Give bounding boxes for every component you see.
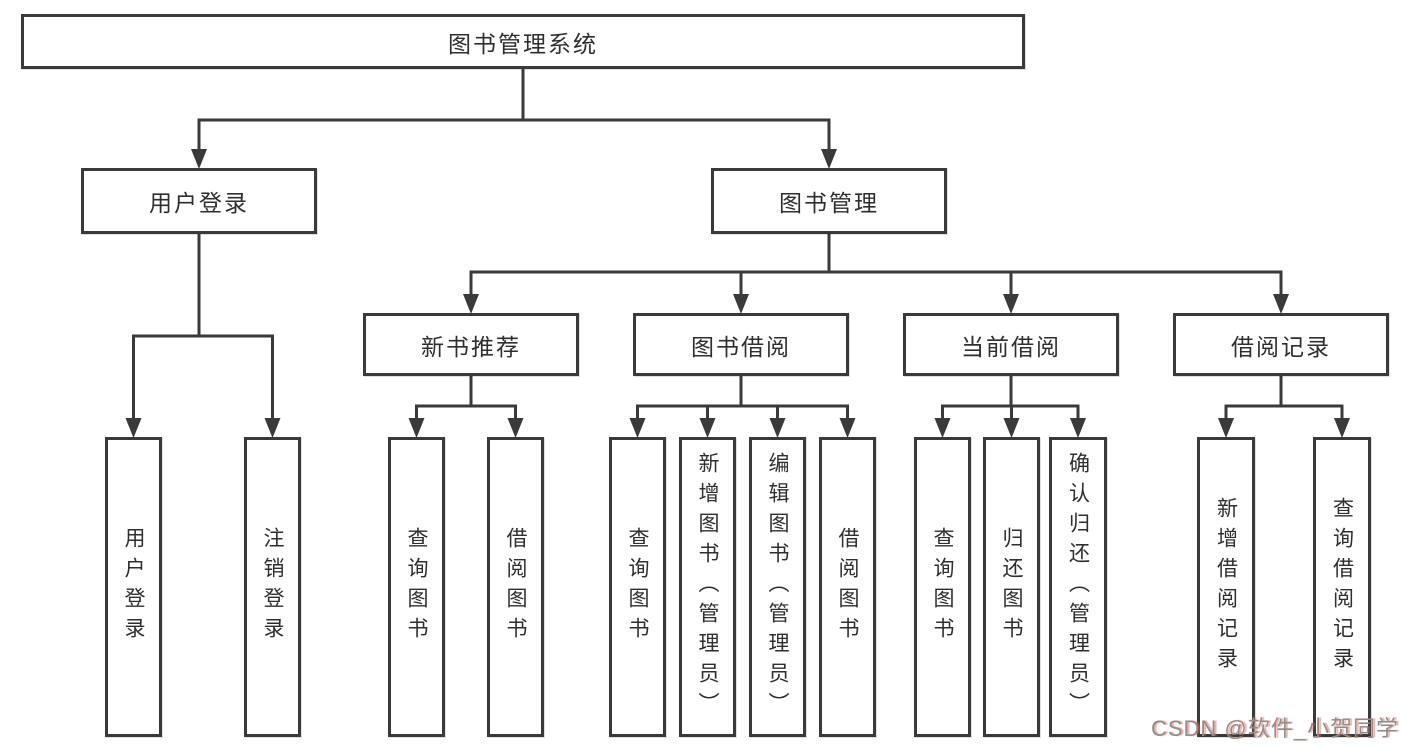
arrowhead-icon-leaf-nb-query-books [408, 418, 425, 438]
node-leaf-br-add-record: 新增借阅记录 [1197, 437, 1255, 737]
arrowhead-icon-leaf-br-add-record [1218, 418, 1234, 438]
node-leaf-bb-borrow-books: 借阅图书 [819, 437, 876, 737]
arrowhead-icon-leaf-bb-add-books-admin [699, 418, 716, 438]
node-label-new-book-recommend: 新书推荐 [421, 333, 521, 360]
node-leaf-logout: 注销登录 [244, 437, 301, 737]
node-leaf-cb-query-books: 查询图书 [914, 437, 971, 737]
node-label-book-borrowing: 图书借阅 [691, 333, 791, 360]
node-borrowing-records: 借阅记录 [1173, 313, 1389, 376]
node-label-leaf-user-login: 用户登录 [122, 527, 145, 647]
node-label-book-management: 图书管理 [779, 190, 879, 216]
arrowhead-icon-book-management [821, 149, 837, 169]
arrowhead-icon-leaf-bb-borrow-books [839, 418, 856, 438]
arrowhead-icon-new-book-recommend [463, 294, 479, 314]
node-label-leaf-br-add-record: 新增借阅记录 [1214, 497, 1238, 677]
node-label-leaf-cb-query-books: 查询图书 [931, 527, 954, 647]
node-library-management-system: 图书管理系统 [21, 14, 1025, 69]
node-leaf-bb-query-books: 查询图书 [609, 437, 666, 737]
node-leaf-bb-add-books-admin: 新增图书（管理员） [679, 437, 736, 737]
node-book-management: 图书管理 [711, 168, 947, 234]
node-leaf-cb-return-books: 归还图书 [983, 437, 1040, 737]
node-label-leaf-br-query-record: 查询借阅记录 [1330, 497, 1354, 677]
node-label-leaf-cb-return-books: 归还图书 [1000, 527, 1023, 647]
node-label-leaf-logout: 注销登录 [261, 527, 284, 647]
node-label-leaf-cb-confirm-return-admin: 确认归还（管理员） [1066, 452, 1090, 722]
node-book-borrowing: 图书借阅 [633, 313, 849, 376]
node-label-borrowing-records: 借阅记录 [1231, 333, 1331, 360]
node-label-user-login: 用户登录 [149, 190, 249, 216]
arrowhead-icon-leaf-br-query-record [1334, 418, 1350, 438]
node-label-leaf-bb-add-books-admin: 新增图书（管理员） [696, 452, 719, 722]
arrowhead-icon-current-borrowing [1003, 294, 1019, 314]
node-label-leaf-bb-query-books: 查询图书 [626, 527, 649, 647]
arrowhead-icon-user-login [191, 149, 207, 169]
node-leaf-nb-query-books: 查询图书 [388, 437, 445, 737]
node-label-leaf-bb-borrow-books: 借阅图书 [836, 527, 859, 647]
node-leaf-bb-edit-books-admin: 编辑图书（管理员） [749, 437, 806, 737]
node-label-leaf-nb-borrow-books: 借阅图书 [504, 527, 527, 647]
arrowhead-icon-borrowing-records [1273, 294, 1289, 314]
node-label-leaf-nb-query-books: 查询图书 [405, 527, 428, 647]
arrowhead-icon-leaf-nb-borrow-books [507, 418, 524, 438]
node-leaf-nb-borrow-books: 借阅图书 [487, 437, 544, 737]
node-new-book-recommend: 新书推荐 [363, 313, 579, 376]
arrowhead-icon-book-borrowing [733, 294, 749, 314]
arrowhead-icon-leaf-cb-return-books [1003, 418, 1020, 438]
node-label-library-management-system: 图书管理系统 [448, 30, 598, 57]
node-leaf-user-login: 用户登录 [105, 437, 162, 737]
node-label-leaf-bb-edit-books-admin: 编辑图书（管理员） [766, 452, 789, 722]
arrowhead-icon-leaf-cb-query-books [934, 418, 951, 438]
node-label-current-borrowing: 当前借阅 [961, 333, 1061, 360]
arrowhead-icon-leaf-user-login [125, 418, 142, 438]
watermark-text: CSDN @软件_小贺同学 [1150, 716, 1399, 741]
node-current-borrowing: 当前借阅 [903, 313, 1119, 376]
arrowhead-icon-leaf-bb-query-books [629, 418, 646, 438]
arrowhead-icon-leaf-logout [264, 418, 281, 438]
node-user-login: 用户登录 [81, 168, 317, 234]
arrowhead-icon-leaf-bb-edit-books-admin [769, 418, 786, 438]
node-leaf-br-query-record: 查询借阅记录 [1313, 437, 1371, 737]
node-leaf-cb-confirm-return-admin: 确认归还（管理员） [1049, 437, 1107, 737]
arrowhead-icon-leaf-cb-confirm-return-admin [1070, 418, 1086, 438]
